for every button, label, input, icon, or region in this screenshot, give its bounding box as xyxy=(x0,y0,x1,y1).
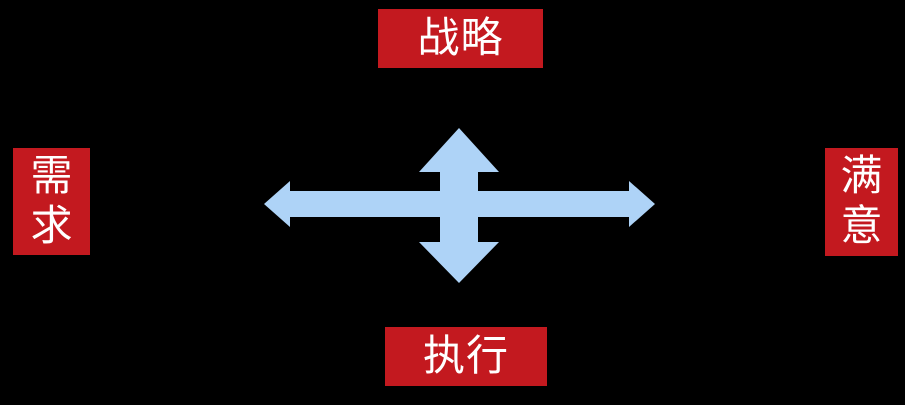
four-way-arrow-shape xyxy=(264,128,655,283)
node-strategy-label: 战略 xyxy=(417,15,504,62)
node-demand-label: 需求 xyxy=(30,153,73,250)
node-execution: 执行 xyxy=(385,327,547,386)
node-satisfaction: 满意 xyxy=(825,148,898,256)
node-execution-label: 执行 xyxy=(422,333,509,380)
node-demand: 需求 xyxy=(13,148,90,255)
node-satisfaction-label: 满意 xyxy=(840,154,883,250)
node-strategy: 战略 xyxy=(378,9,543,68)
